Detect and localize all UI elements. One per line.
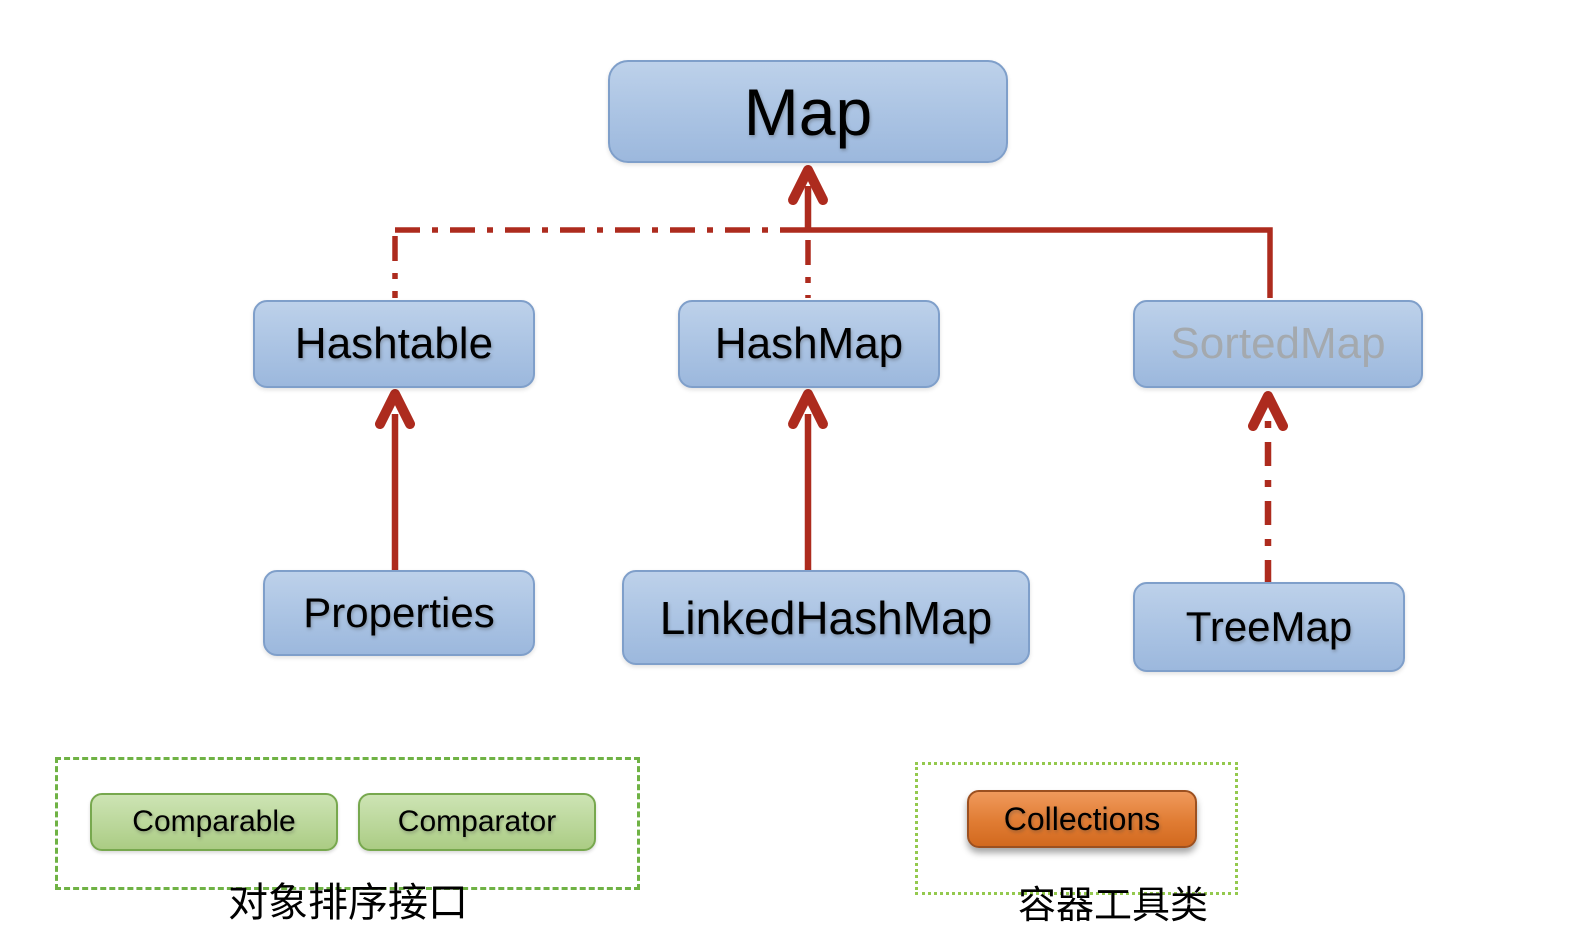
node-map: Map: [608, 60, 1008, 163]
node-treemap-label: TreeMap: [1185, 603, 1353, 650]
node-comparable: Comparable: [90, 793, 338, 851]
node-map-label: Map: [743, 74, 873, 149]
node-properties: Properties: [263, 570, 535, 656]
arrowhead-sortedmap: [1248, 391, 1288, 431]
arrowhead-hashtable: [375, 389, 415, 429]
arrowhead-hashmap: [788, 389, 828, 429]
node-hashtable-label: Hashtable: [294, 319, 494, 368]
caption-utility-class: 容器工具类: [1018, 883, 1209, 927]
node-comparator: Comparator: [358, 793, 596, 851]
caption-sorting-interfaces: 对象排序接口: [228, 880, 468, 926]
node-hashmap: HashMap: [678, 300, 940, 388]
node-properties-label: Properties: [303, 589, 495, 636]
node-treemap: TreeMap: [1133, 582, 1405, 672]
edge-sortedmap-to-map: [800, 227, 1273, 298]
node-collections-label: Collections: [1003, 800, 1161, 837]
node-comparator-label: Comparator: [397, 805, 557, 838]
node-sortedmap-label: SortedMap: [1170, 319, 1386, 368]
node-hashtable: Hashtable: [253, 300, 535, 388]
group-sorting-interfaces: [55, 757, 640, 890]
node-comparable-label: Comparable: [132, 805, 296, 838]
group-utility-class: [915, 762, 1238, 895]
node-linkedhashmap: LinkedHashMap: [622, 570, 1030, 665]
arrowhead-map: [788, 165, 828, 205]
node-collections: Collections: [967, 790, 1197, 848]
node-sortedmap: SortedMap: [1133, 300, 1423, 388]
node-linkedhashmap-label: LinkedHashMap: [659, 591, 993, 644]
node-hashmap-label: HashMap: [714, 319, 904, 368]
